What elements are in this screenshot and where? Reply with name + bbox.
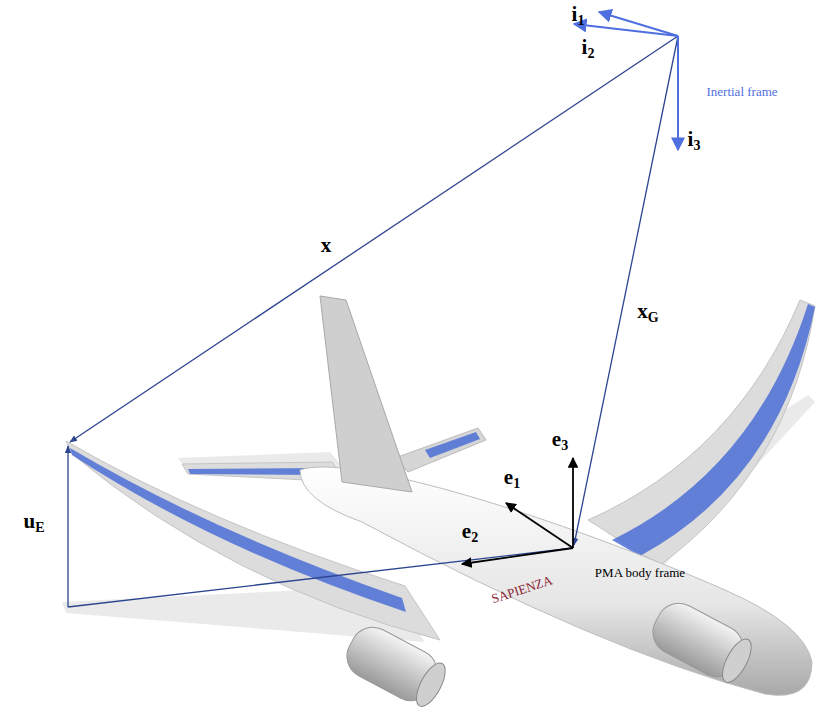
axis-label: e1 (504, 466, 520, 489)
subscript: G (648, 310, 659, 325)
axis-arrow (572, 458, 574, 548)
symbol: i (582, 35, 588, 59)
logo-text: SAPIENZA (490, 573, 554, 606)
frame-label: PMA body frame (595, 566, 685, 580)
axis-arrow (677, 36, 679, 150)
horizontal-tail (395, 428, 486, 472)
displacement-vector (67, 446, 68, 607)
subscript: E (35, 520, 44, 535)
symbol: i (572, 2, 578, 26)
subscript: 3 (693, 138, 700, 153)
frame-label: Inertial frame (706, 85, 777, 99)
engine-inlet (411, 659, 451, 711)
axis-arrow (506, 503, 573, 548)
axis-label: e3 (552, 428, 568, 451)
symbol: e (504, 465, 513, 489)
engine-inlet (717, 635, 757, 687)
subscript: 3 (561, 438, 568, 453)
axis-arrow (574, 24, 678, 36)
engine (645, 595, 758, 688)
axis-label: i1 (572, 3, 585, 26)
deformed-wing (588, 300, 815, 565)
axis-label: e2 (462, 520, 478, 543)
symbol: x (637, 299, 648, 323)
deformed-wing (66, 441, 440, 640)
wing-strip (612, 304, 815, 556)
vector-label: uE (23, 510, 44, 533)
tail-strip (425, 432, 480, 458)
vector-label: x (321, 234, 332, 257)
position-vector (70, 36, 678, 442)
subscript: 1 (513, 476, 520, 491)
subscript: 2 (587, 46, 594, 61)
symbol: x (321, 233, 332, 257)
vector-label: xG (637, 300, 658, 323)
symbol: e (462, 519, 471, 543)
symbol: u (23, 509, 35, 533)
subscript: 2 (471, 530, 478, 545)
engine (339, 619, 452, 712)
vertical-fin (320, 296, 412, 492)
subscript: 1 (577, 13, 584, 28)
axis-label: i2 (582, 36, 595, 59)
symbol: e (552, 427, 561, 451)
reference-line (68, 548, 573, 607)
position-vector (574, 36, 678, 545)
axis-label: i3 (688, 128, 701, 151)
symbol: i (688, 127, 694, 151)
axis-arrow (462, 548, 573, 564)
